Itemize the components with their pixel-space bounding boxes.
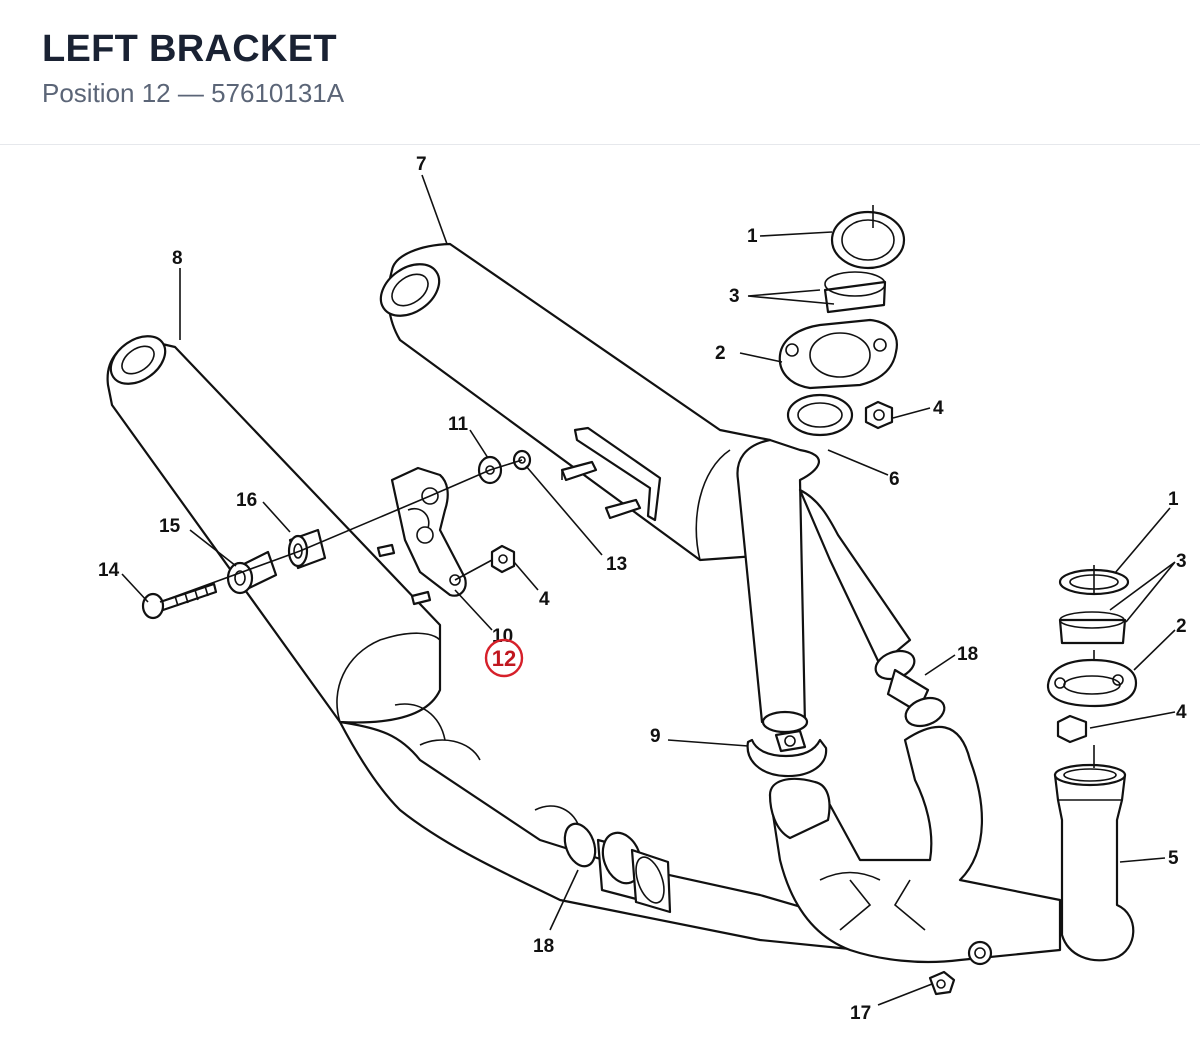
right-flange-nut[interactable] (1056, 714, 1088, 744)
callout-4-top[interactable]: 4 (933, 398, 944, 419)
callout-labels: 1 3 2 4 6 7 8 11 13 16 15 14 4 10 1 3 2 … (98, 154, 1187, 1024)
top-exhaust-flange[interactable] (778, 318, 898, 390)
callout-11[interactable]: 11 (448, 414, 469, 435)
callout-12[interactable]: 12 (492, 646, 516, 671)
callout-9[interactable]: 9 (650, 726, 661, 747)
left-header-pipe[interactable] (338, 703, 882, 954)
highlight-ring (484, 638, 524, 678)
rubber-grommet[interactable] (287, 528, 327, 570)
callout-1-top[interactable]: 1 (747, 226, 758, 247)
callout-15[interactable]: 15 (159, 516, 181, 537)
callout-18-right[interactable]: 18 (957, 644, 978, 665)
callout-7[interactable]: 7 (416, 154, 427, 175)
bracket-studs (376, 543, 432, 606)
callout-4-mid[interactable]: 4 (539, 589, 550, 610)
exhaust-system-drawing: 1 3 2 4 6 7 8 11 13 16 15 14 4 10 1 3 2 … (98, 154, 1187, 1024)
left-muffler[interactable] (102, 326, 442, 724)
callout-13[interactable]: 13 (606, 554, 627, 575)
callout-16[interactable]: 16 (236, 490, 257, 511)
highlighted-position[interactable]: 12 (484, 638, 524, 678)
callout-10[interactable]: 10 (492, 626, 513, 647)
callout-1-right[interactable]: 1 (1168, 489, 1179, 510)
callout-2-right[interactable]: 2 (1176, 616, 1187, 637)
y-collector-pipe[interactable] (768, 725, 1062, 966)
callout-17[interactable]: 17 (850, 1003, 871, 1024)
right-header-pipe[interactable] (736, 438, 948, 734)
callout-8[interactable]: 8 (172, 248, 183, 269)
callout-2-top[interactable]: 2 (715, 343, 726, 364)
pipe-clamp[interactable] (746, 729, 831, 840)
callout-6[interactable]: 6 (889, 469, 900, 490)
socket-cap-screw[interactable] (141, 582, 218, 620)
top-pipe-collar[interactable] (786, 393, 854, 437)
callout-3-top[interactable]: 3 (729, 286, 740, 307)
top-flange-stack (778, 205, 906, 437)
left-bracket[interactable] (390, 466, 467, 597)
callout-4-right[interactable]: 4 (1176, 702, 1187, 723)
collector-bolt[interactable] (928, 970, 956, 996)
callout-18-left[interactable]: 18 (533, 936, 554, 957)
right-exhaust-flange[interactable] (1046, 658, 1138, 708)
leader-lines (121, 174, 1176, 1006)
right-flange-stack (1046, 565, 1138, 768)
page-header: LEFT BRACKET Position 12 — 57610131A (0, 0, 1200, 145)
rear-header-pipe[interactable] (1053, 763, 1135, 962)
top-split-collets[interactable] (823, 280, 887, 314)
page-title: LEFT BRACKET (42, 28, 337, 70)
part-subtitle: Position 12 — 57610131A (42, 78, 345, 108)
callout-3-right[interactable]: 3 (1176, 551, 1187, 572)
top-flange-nut[interactable] (864, 400, 894, 430)
right-split-collets[interactable] (1058, 618, 1127, 645)
muffler-mount-tab (560, 426, 662, 522)
bracket-nut[interactable] (490, 544, 516, 574)
callout-14[interactable]: 14 (98, 560, 120, 581)
exploded-parts-diagram: 1 3 2 4 6 7 8 11 13 16 15 14 4 10 1 3 2 … (0, 146, 1200, 1040)
callout-5[interactable]: 5 (1168, 848, 1179, 869)
